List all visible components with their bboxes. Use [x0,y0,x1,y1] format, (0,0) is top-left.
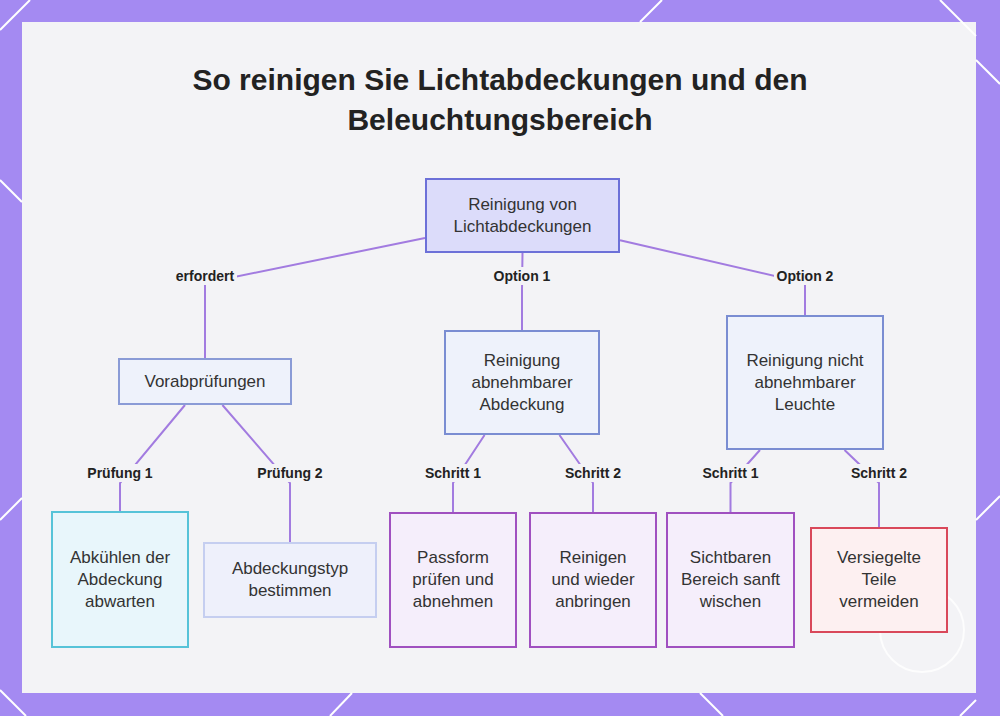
edge-label: Schritt 1 [422,464,484,482]
process-box: Reinigung nicht abnehmbarer Leuchte [726,315,884,450]
connector-line [120,405,185,511]
connector-line [521,253,524,330]
process-box: Reinigung abnehmbarer Abdeckung [444,330,600,435]
process-box: Reinigen und wieder anbringen [529,512,657,648]
process-box: Abkühlen der Abdeckung abwarten [51,511,189,648]
connector-line [845,450,880,527]
edge-label: Option 1 [491,267,554,285]
node-text: Abkühlen der Abdeckung abwarten [65,547,175,613]
node-text: Passform prüfen und abnehmen [403,547,503,613]
process-box: Abdeckungstyp bestimmen [203,542,377,618]
node-text: Abdeckungstyp bestimmen [217,558,363,602]
node-text: Sichtbaren Bereich sanft wischen [680,547,781,613]
edge-label: Option 2 [774,267,837,285]
edge-label: Prüfung 2 [254,464,325,482]
node-text: Vorabprüfungen [145,371,266,393]
process-box: Passform prüfen und abnehmen [389,512,517,648]
edge-label: Schritt 2 [562,464,624,482]
node-text: Reinigung von Lichtabdeckungen [439,194,606,238]
diagram-title: So reinigen Sie Lichtabdeckungen und den… [150,60,850,140]
node-text: Reinigen und wieder anbringen [543,547,643,613]
connector-line [205,238,425,358]
node-text: Reinigung nicht abnehmbarer Leuchte [740,350,870,416]
node-text: Versiegelte Teile vermeiden [824,547,934,613]
process-box: Sichtbaren Bereich sanft wischen [666,512,795,648]
content-panel [22,22,976,693]
edge-label: Schritt 1 [699,464,761,482]
edge-label: Schritt 2 [848,464,910,482]
node-text: Reinigung abnehmbarer Abdeckung [458,350,586,416]
edge-label: Prüfung 1 [84,464,155,482]
process-box: Versiegelte Teile vermeiden [810,527,948,633]
edge-label: erfordert [173,267,237,285]
process-box: Vorabprüfungen [118,358,292,405]
process-box: Reinigung von Lichtabdeckungen [425,178,620,253]
